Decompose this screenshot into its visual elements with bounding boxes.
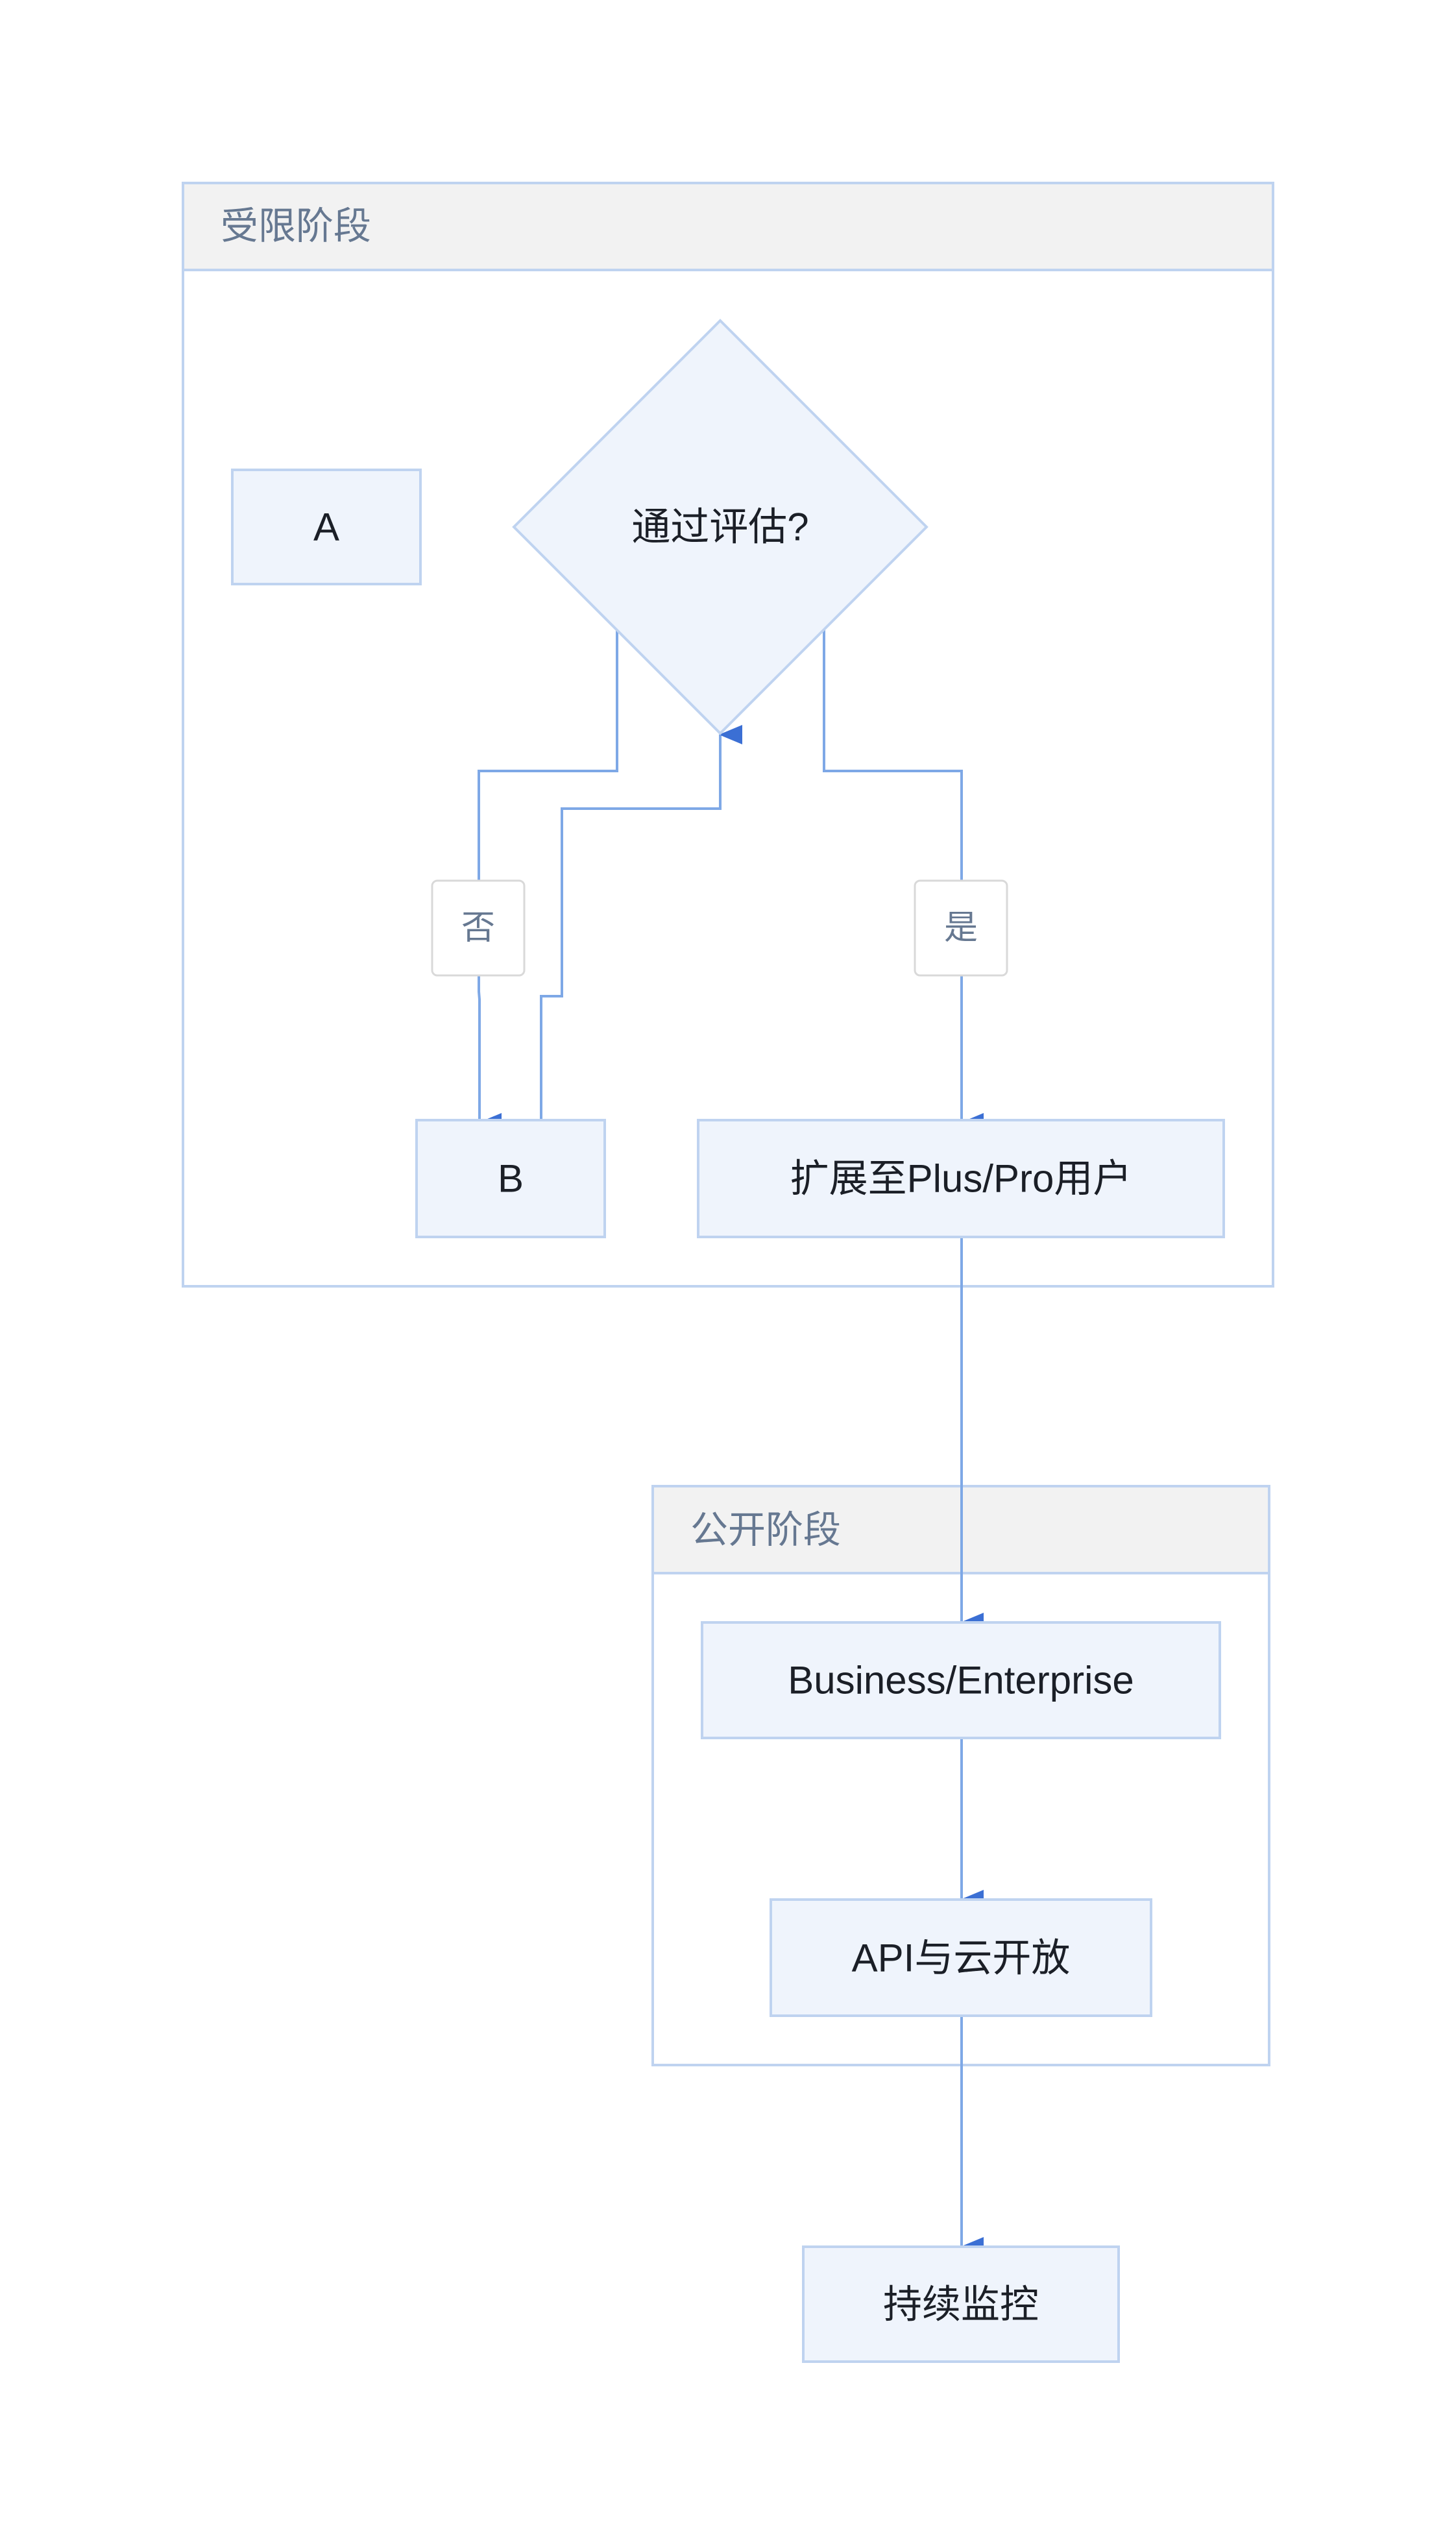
node-b-label: B (498, 1157, 524, 1201)
group-restricted-title: 受限阶段 (221, 205, 371, 247)
edge-label-yes: 是 (914, 879, 1008, 977)
node-api-cloud[interactable]: API与云开放 (770, 1898, 1152, 2017)
node-business-enterprise-label: Business/Enterprise (788, 1659, 1134, 1702)
node-monitoring-label: 持续监控 (883, 2283, 1039, 2327)
node-decision[interactable]: 通过评估? (512, 319, 928, 735)
group-public-title: 公开阶段 (690, 1509, 841, 1551)
node-api-cloud-label: API与云开放 (852, 1937, 1071, 1980)
node-expand-plus-pro[interactable]: 扩展至Plus/Pro用户 (697, 1119, 1225, 1238)
node-monitoring[interactable]: 持续监控 (802, 2245, 1120, 2363)
group-restricted-header (182, 182, 1274, 271)
node-business-enterprise[interactable]: Business/Enterprise (701, 1621, 1221, 1739)
node-expand-plus-pro-label: 扩展至Plus/Pro用户 (790, 1157, 1132, 1201)
edge-label-yes-text: 是 (944, 909, 978, 947)
node-a-label: A (313, 506, 339, 549)
edge-label-no: 否 (431, 879, 526, 977)
edge-label-no-text: 否 (461, 909, 495, 947)
edge-b-to-decision (540, 725, 742, 1120)
node-decision-label: 通过评估? (631, 506, 808, 549)
node-a[interactable]: A (231, 469, 422, 585)
node-b[interactable]: B (415, 1119, 606, 1238)
